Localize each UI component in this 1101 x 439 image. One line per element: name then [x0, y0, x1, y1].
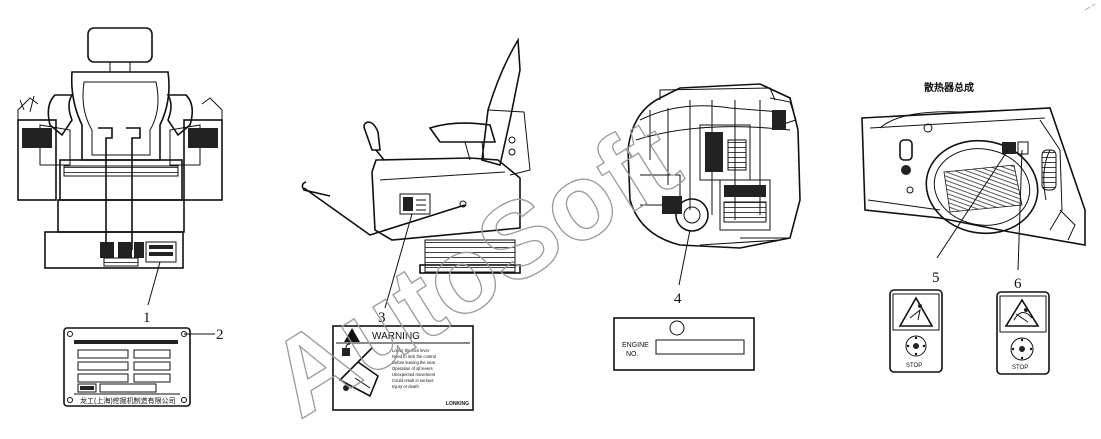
- callout-6: 6: [1014, 276, 1022, 292]
- warning-decal: WARNING Lower the lock lever Need to loc…: [332, 325, 474, 411]
- nameplate-footer: 龙工(上海)挖掘机制造有限公司: [80, 396, 176, 405]
- seat-side-view: [301, 37, 531, 309]
- engine-assembly: [627, 83, 801, 286]
- stop-label-5: STOP: [906, 363, 922, 369]
- callout-3: 3: [378, 310, 386, 326]
- warning-line-3: Before leaving the seat: [392, 360, 436, 365]
- engine-plate-line2: NO.: [626, 351, 639, 358]
- engine-number-plate: ENGINE NO.: [613, 317, 755, 371]
- callout-4: 4: [674, 291, 682, 307]
- warning-line-4: Operation of all levers: [392, 366, 433, 371]
- warning-line-5: Unexpected movement: [392, 372, 436, 377]
- warning-heading: WARNING: [372, 331, 420, 342]
- warning-line-1: Lower the lock lever: [392, 348, 430, 353]
- callout-2: 2: [216, 327, 224, 343]
- fan-warning-decal-6: STOP: [996, 291, 1050, 375]
- radiator-title: 散热器总成: [924, 81, 974, 94]
- callout-5: 5: [932, 270, 940, 286]
- stop-label-6: STOP: [1012, 365, 1028, 371]
- nameplate: 龙工(上海)挖掘机制造有限公司: [63, 327, 191, 407]
- engine-plate-line1: ENGINE: [622, 342, 649, 349]
- radiator-assembly: [861, 107, 1086, 271]
- warning-line-2: Need to lock the control: [392, 354, 436, 359]
- seat-front-view: [17, 27, 223, 306]
- warning-line-7: Injury or death: [392, 384, 419, 389]
- corner-mark-icon: [1084, 3, 1096, 11]
- lock-lever-pictogram: [338, 343, 379, 398]
- callout-1: 1: [143, 310, 151, 326]
- fan-warning-decal-5: STOP: [889, 289, 943, 373]
- warning-line-6: Could result in serious: [392, 378, 433, 383]
- warning-brand: LONKING: [446, 401, 469, 407]
